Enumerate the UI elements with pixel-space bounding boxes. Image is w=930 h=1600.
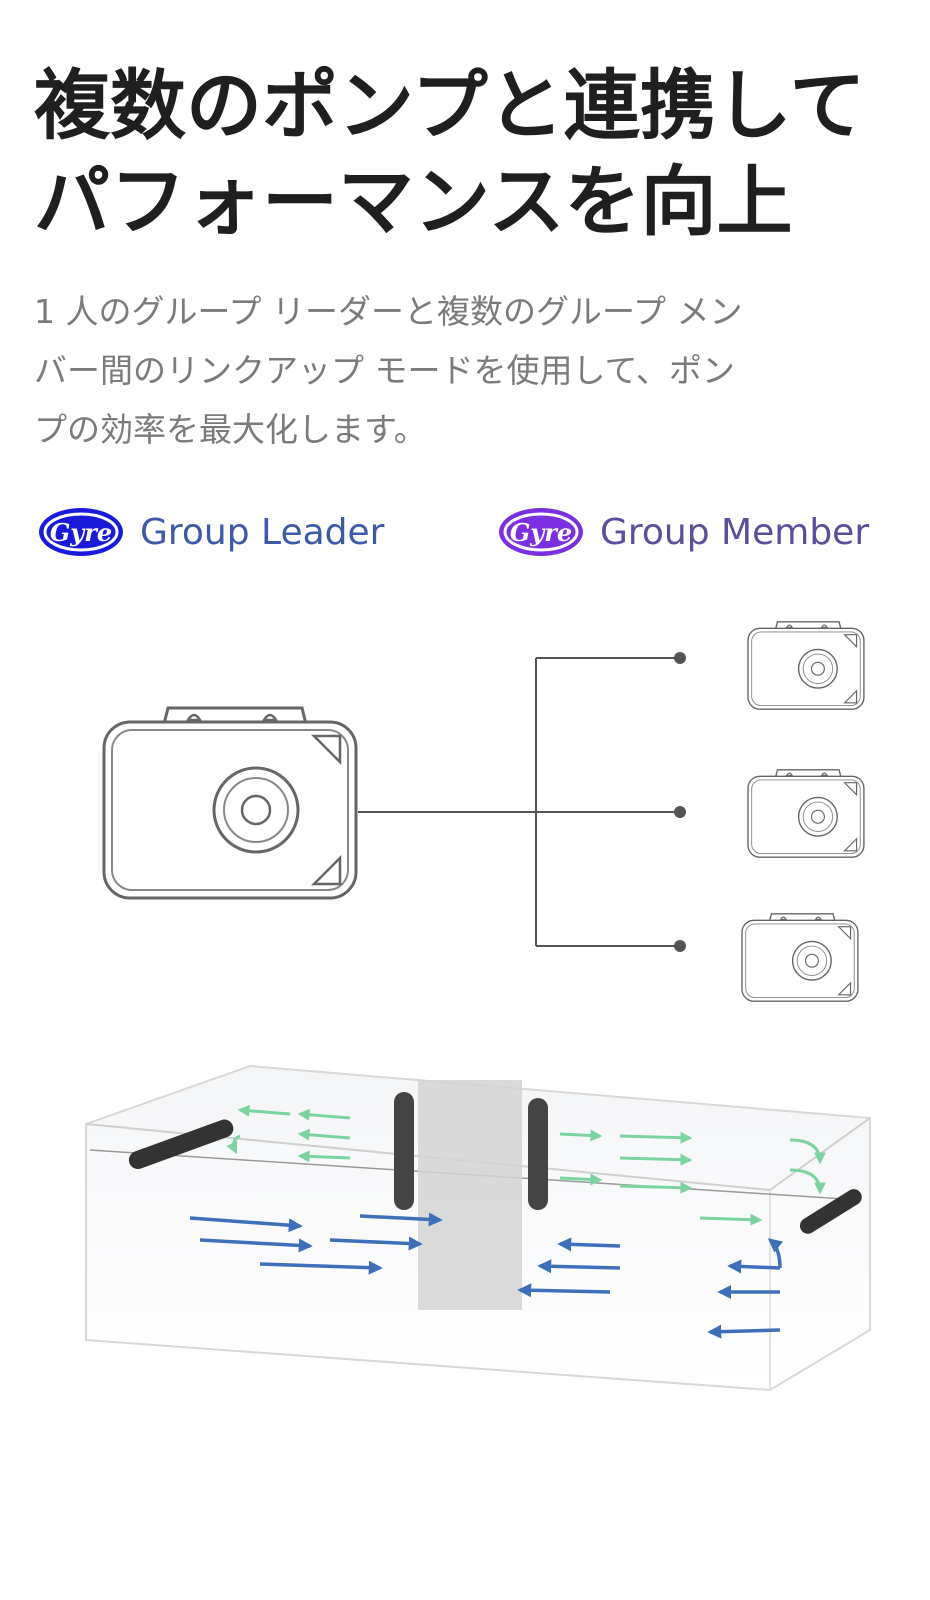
left-pump-icon xyxy=(128,1119,234,1170)
member-controller-3-icon xyxy=(741,913,859,1002)
legend-group-member: Gyre Group Member xyxy=(496,500,869,564)
title-line-2: パフォーマンスを向上 xyxy=(34,157,793,246)
connection-node-2 xyxy=(674,806,686,818)
legend-group-leader: Gyre Group Leader xyxy=(36,500,384,564)
description-line-2: バー間のリンクアップ モードを使用して、ポン xyxy=(34,351,735,390)
gyre-member-logo-text: Gyre xyxy=(510,518,572,547)
gyre-leader-logo-icon: Gyre xyxy=(39,508,123,556)
member-controller-2-icon xyxy=(747,769,865,858)
gyre-member-logo-icon: Gyre xyxy=(499,508,583,556)
legend-leader-label: Group Leader xyxy=(140,511,385,553)
description: 1 人のグループ リーダーと複数のグループ メン バー間のリンクアップ モードを… xyxy=(34,282,894,459)
gyre-leader-logo-text: Gyre xyxy=(50,518,112,547)
aquarium-flow-illustration xyxy=(85,1064,871,1392)
legend-member-label: Group Member xyxy=(600,511,870,553)
lower-flow-arrows xyxy=(189,1212,784,1339)
connection-lines xyxy=(358,657,680,947)
tank-outline xyxy=(85,1064,871,1392)
description-line-3: プの効率を最大化します。 xyxy=(34,410,427,449)
page-title: 複数のポンプと連携して パフォーマンスを向上 xyxy=(34,58,914,250)
title-line-1: 複数のポンプと連携して xyxy=(34,61,866,150)
upper-flow-arrows xyxy=(226,1104,826,1226)
right-pump-icon xyxy=(799,1189,862,1234)
connection-node-1 xyxy=(674,652,686,664)
center-pump-2-icon xyxy=(528,1098,548,1210)
description-line-1: 1 人のグループ リーダーと複数のグループ メン xyxy=(34,292,743,331)
center-pump-1-icon xyxy=(394,1092,414,1210)
linkup-diagram xyxy=(102,621,865,1002)
leader-controller-icon xyxy=(102,706,358,900)
connection-node-3 xyxy=(674,940,686,952)
member-controller-1-icon xyxy=(747,621,865,710)
